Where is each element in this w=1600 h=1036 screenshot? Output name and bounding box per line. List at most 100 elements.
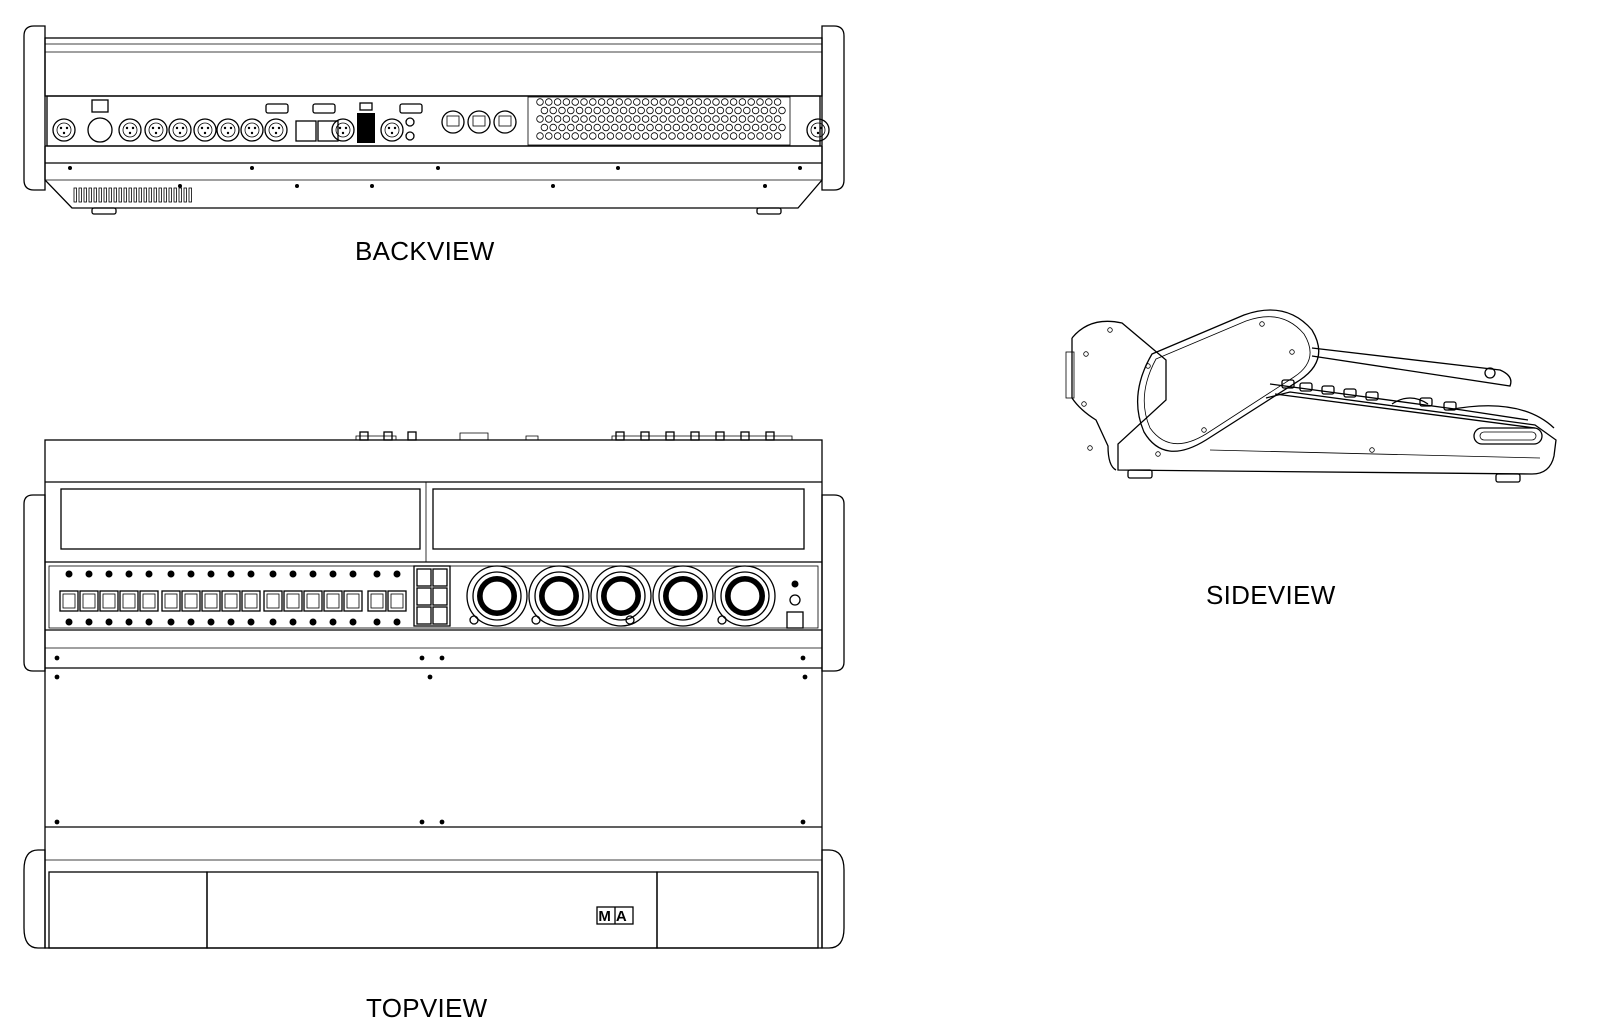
screw — [798, 166, 802, 170]
led — [227, 618, 235, 626]
square-port — [295, 120, 317, 142]
led — [289, 570, 297, 578]
sideview-label: SIDEVIEW — [1206, 580, 1336, 610]
led — [125, 570, 133, 578]
side-knob — [1419, 397, 1433, 407]
led — [125, 618, 133, 626]
led — [207, 570, 215, 578]
screw — [616, 166, 620, 170]
led — [373, 618, 381, 626]
screw — [1087, 445, 1093, 451]
led — [167, 618, 175, 626]
led — [65, 570, 73, 578]
led — [187, 570, 195, 578]
screw — [436, 166, 440, 170]
power-switch — [91, 99, 109, 113]
back-bottom-vent-slots — [73, 187, 192, 203]
led — [167, 570, 175, 578]
screw — [1369, 447, 1375, 453]
led — [145, 570, 153, 578]
encoder-knob — [652, 565, 714, 627]
executor-button — [79, 590, 99, 612]
screw — [439, 655, 445, 661]
top-left-cheek — [23, 494, 46, 672]
xlr-connector — [168, 118, 192, 142]
ethercon-port — [441, 110, 465, 134]
xlr-connector — [240, 118, 264, 142]
back-left-cheek — [23, 25, 46, 191]
screw — [54, 819, 60, 825]
keypad-key — [416, 568, 432, 587]
executor-button — [283, 590, 303, 612]
side-screen-arm — [1311, 347, 1512, 387]
led — [309, 570, 317, 578]
usb-port — [359, 102, 373, 111]
ma-logo-text: MA — [598, 908, 631, 925]
screw — [1107, 327, 1113, 333]
top-armrest-right — [656, 871, 819, 949]
encoder-knob — [466, 565, 528, 627]
xlr-connector — [118, 118, 142, 142]
led — [145, 618, 153, 626]
screw — [1259, 321, 1265, 327]
xlr-connector — [193, 118, 217, 142]
led — [309, 618, 317, 626]
small-knob — [531, 615, 541, 625]
led — [187, 618, 195, 626]
led — [269, 570, 277, 578]
small-knob — [789, 594, 801, 606]
back-misc-connectors — [87, 99, 517, 143]
jack — [405, 131, 415, 141]
led — [349, 618, 357, 626]
side-knob — [1343, 388, 1357, 398]
screw — [419, 655, 425, 661]
side-armrest-handle — [1473, 427, 1543, 445]
encoder-knob — [590, 565, 652, 627]
xlr-connector — [806, 118, 830, 142]
screw — [427, 674, 433, 680]
dsub-port — [312, 103, 336, 114]
keypad-key — [416, 587, 432, 606]
executor-button — [139, 590, 159, 612]
executor-button — [99, 590, 119, 612]
led — [85, 618, 93, 626]
ma-logo: MA — [596, 906, 634, 925]
led — [289, 618, 297, 626]
screw — [250, 166, 254, 170]
led — [329, 570, 337, 578]
executor-button — [367, 590, 387, 612]
top-screen-left — [60, 488, 421, 550]
side-screws — [1081, 321, 1375, 457]
back-view-drawing — [23, 25, 845, 215]
power-connector — [87, 117, 113, 143]
executor-button — [263, 590, 283, 612]
led — [329, 618, 337, 626]
screw — [551, 184, 555, 188]
screw — [295, 184, 299, 188]
square-port — [317, 120, 339, 142]
topview-label: TOPVIEW — [366, 993, 488, 1023]
side-knob — [1299, 382, 1313, 392]
backview-label: BACKVIEW — [355, 236, 495, 266]
keypad-key — [416, 606, 432, 625]
led — [791, 580, 799, 588]
executor-button — [221, 590, 241, 612]
top-screws — [54, 655, 808, 825]
screw — [1201, 427, 1207, 433]
dsub-port — [399, 103, 423, 114]
screw — [419, 819, 425, 825]
side-screen-pod — [1136, 309, 1320, 452]
executor-button — [201, 590, 221, 612]
led — [105, 570, 113, 578]
screw — [1083, 351, 1089, 357]
side-knob — [1321, 385, 1335, 395]
xlr-connector — [216, 118, 240, 142]
back-right-cheek — [821, 25, 845, 191]
side-knob — [1281, 379, 1295, 389]
side-base-body — [1071, 320, 1557, 475]
screw — [178, 184, 182, 188]
screw — [1081, 401, 1087, 407]
xlr-connector — [331, 118, 355, 142]
back-vent-holes — [536, 98, 786, 140]
